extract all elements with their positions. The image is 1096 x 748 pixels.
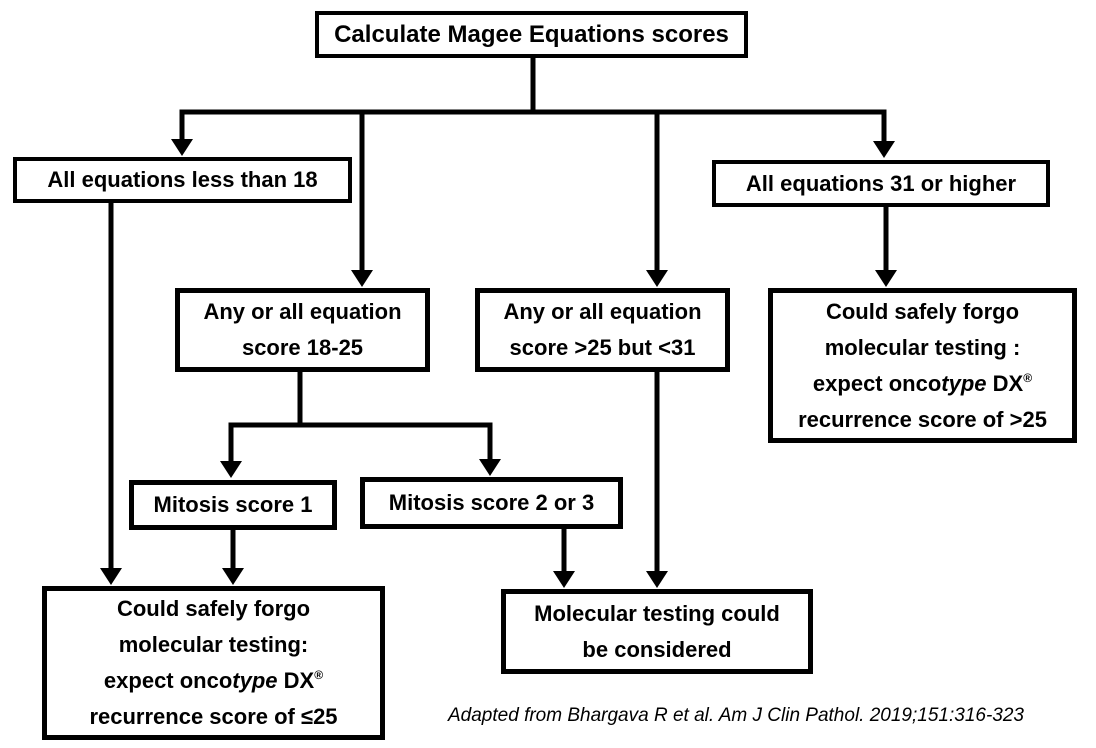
node-label-line: score >25 but <31 bbox=[509, 335, 696, 360]
dx-text: DX bbox=[986, 370, 1024, 396]
node-label-line: expect oncotype DX® bbox=[104, 663, 323, 699]
registered-mark: ® bbox=[314, 668, 324, 682]
node-calculate-magee-scores: Calculate Magee Equations scores bbox=[315, 11, 748, 58]
arrowhead bbox=[646, 571, 668, 588]
node-score-18-25: Any or all equation score 18-25 bbox=[175, 288, 430, 372]
oncotype-italic-text: type bbox=[941, 370, 987, 396]
flow-line-stems bbox=[108, 55, 889, 576]
node-label-line: Could safely forgo bbox=[116, 596, 311, 621]
node-mitosis-score-2-or-3: Mitosis score 2 or 3 bbox=[360, 477, 623, 529]
node-label-line: Molecular testing could bbox=[534, 600, 780, 626]
node-label-line: Could safely forgo bbox=[825, 298, 1020, 324]
arrowhead bbox=[873, 141, 895, 158]
node-label: Calculate Magee Equations scores bbox=[334, 20, 729, 48]
node-label-line: expect oncotype DX® bbox=[813, 366, 1032, 402]
arrowhead bbox=[479, 459, 501, 476]
dx-text: DX bbox=[277, 668, 315, 693]
node-molecular-testing-considered: Molecular testing could be considered bbox=[501, 589, 813, 674]
node-label: Mitosis score 2 or 3 bbox=[388, 490, 595, 515]
node-forgo-testing-expect-le25: Could safely forgo molecular testing: ex… bbox=[42, 586, 385, 740]
node-label-line: molecular testing : bbox=[824, 334, 1021, 360]
node-label-line: Any or all equation bbox=[203, 299, 402, 324]
citation-text: Adapted from Bhargava R et al. Am J Clin… bbox=[448, 705, 1024, 726]
arrowhead bbox=[646, 270, 668, 287]
arrowhead bbox=[875, 270, 897, 287]
node-all-equations-31-or-higher: All equations 31 or higher bbox=[712, 160, 1050, 207]
node-label-line: recurrence score of ≤25 bbox=[89, 704, 338, 729]
oncotype-text: expect onco bbox=[812, 370, 942, 396]
registered-mark: ® bbox=[1023, 370, 1033, 385]
node-label-line: recurrence score of >25 bbox=[798, 406, 1047, 432]
node-label: All equations 31 or higher bbox=[745, 170, 1017, 196]
arrowhead bbox=[351, 270, 373, 287]
node-label-line: molecular testing: bbox=[118, 632, 309, 657]
node-forgo-testing-expect-over25: Could safely forgo molecular testing : e… bbox=[768, 288, 1077, 443]
node-mitosis-score-1: Mitosis score 1 bbox=[129, 480, 337, 530]
node-all-equations-less-than-18: All equations less than 18 bbox=[13, 157, 352, 203]
arrowhead bbox=[220, 461, 242, 478]
oncotype-text: expect onco bbox=[103, 668, 233, 693]
node-label-line: Any or all equation bbox=[503, 299, 702, 324]
oncotype-italic-text: type bbox=[232, 668, 278, 693]
arrowhead bbox=[553, 571, 575, 588]
node-label: Mitosis score 1 bbox=[153, 492, 313, 517]
node-label-line: be considered bbox=[582, 636, 732, 662]
arrowhead bbox=[222, 568, 244, 585]
arrowhead bbox=[171, 139, 193, 156]
node-score-over25-under31: Any or all equation score >25 but <31 bbox=[475, 288, 730, 372]
node-label: All equations less than 18 bbox=[47, 167, 318, 192]
arrowhead bbox=[100, 568, 122, 585]
node-label-line: score 18-25 bbox=[241, 335, 364, 360]
